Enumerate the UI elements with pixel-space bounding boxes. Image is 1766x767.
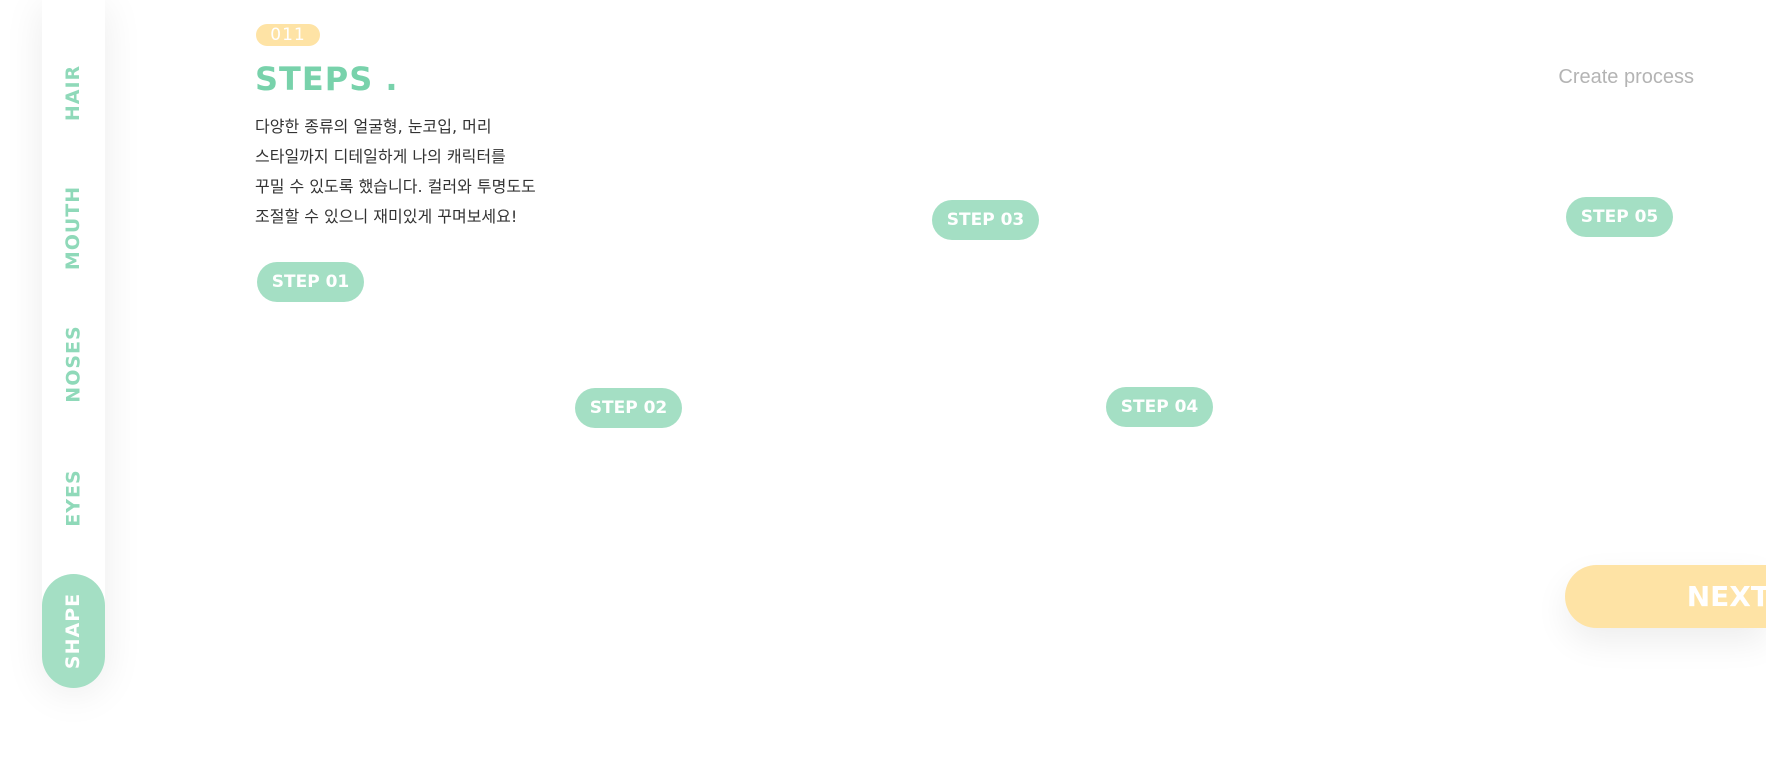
step-03-pill[interactable]: STEP 03 xyxy=(932,200,1039,240)
step-01-pill[interactable]: STEP 01 xyxy=(257,262,364,302)
step-04-pill[interactable]: STEP 04 xyxy=(1106,387,1213,427)
description-line: 스타일까지 디테일하게 나의 캐릭터를 xyxy=(255,147,506,166)
section-number-badge: 011 xyxy=(256,24,320,46)
description-line: 조절할 수 있으니 재미있게 꾸며보세요! xyxy=(255,207,518,226)
description-text: 다양한 종류의 얼굴형, 눈코입, 머리 스타일까지 디테일하게 나의 캐릭터를… xyxy=(255,112,615,232)
sidebar-item-hair[interactable]: HAIR xyxy=(42,40,105,146)
sidebar-item-label: NOSES xyxy=(62,325,85,403)
sidebar-nav: HAIR MOUTH NOSES EYES SHAPE xyxy=(42,0,105,688)
description-line: 다양한 종류의 얼굴형, 눈코입, 머리 xyxy=(255,117,492,136)
next-button[interactable]: NEXT xyxy=(1565,565,1766,628)
step-02-pill[interactable]: STEP 02 xyxy=(575,388,682,428)
description-line: 꾸밀 수 있도록 했습니다. 컬러와 투명도도 xyxy=(255,177,536,196)
step-05-pill[interactable]: STEP 05 xyxy=(1566,197,1673,237)
page-title: STEPS . xyxy=(255,60,399,98)
sidebar-item-mouth[interactable]: MOUTH xyxy=(42,170,105,285)
sidebar-item-label: HAIR xyxy=(62,64,85,122)
create-process-label: Create process xyxy=(1558,66,1694,88)
sidebar-item-eyes[interactable]: EYES xyxy=(42,450,105,545)
sidebar-item-label: SHAPE xyxy=(62,592,85,670)
sidebar-item-label: MOUTH xyxy=(62,185,85,270)
next-button-label: NEXT xyxy=(1686,580,1766,613)
sidebar-item-shape[interactable]: SHAPE xyxy=(42,574,105,688)
sidebar-item-noses[interactable]: NOSES xyxy=(42,310,105,418)
sidebar-item-label: EYES xyxy=(62,468,85,527)
